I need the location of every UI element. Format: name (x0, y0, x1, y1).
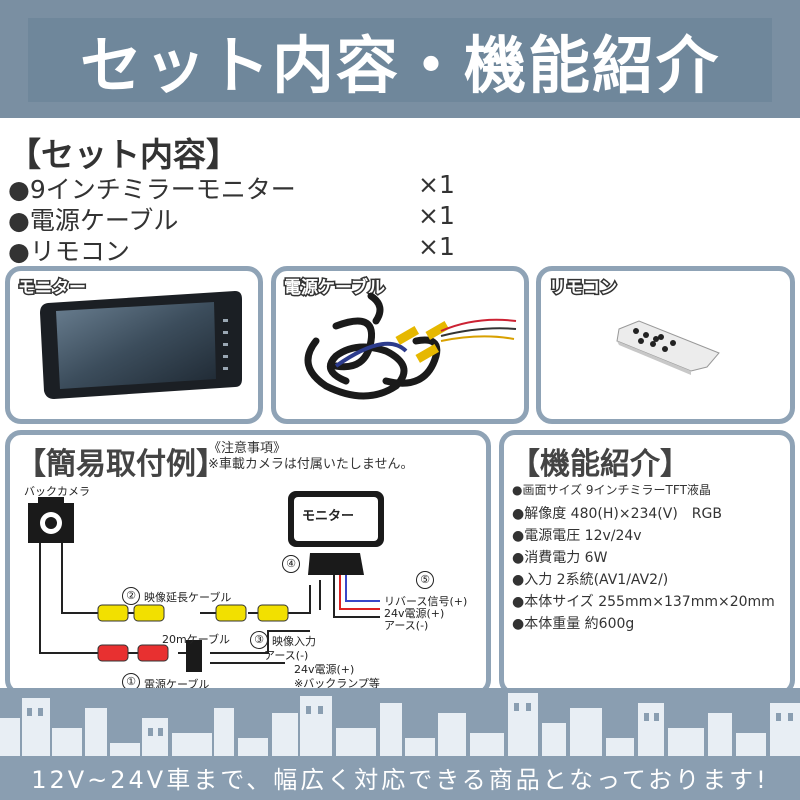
set-item-monitor: ●9インチミラーモニター (8, 175, 296, 204)
monitor-image (40, 291, 242, 399)
num-3: ③ (250, 631, 268, 649)
feature-item: ●電源電圧 12v/24v (512, 528, 642, 544)
page-title: セット内容・機能紹介 (79, 29, 720, 102)
footer-skyline (0, 688, 800, 800)
feature-item: ●本体重量 約600g (512, 616, 635, 632)
features-panel: 【機能紹介】 ●画面サイズ 9インチミラーTFT液晶 ●解像度 480(H)×2… (499, 430, 795, 696)
label-power-cable: 電源ケーブル (144, 678, 210, 691)
num-2: ② (122, 587, 140, 605)
label-video-input: 映像入力 (272, 635, 316, 648)
label-reverse-signal: リバース信号(+) (384, 595, 468, 608)
label-earth-2: アース(-) (384, 619, 429, 632)
card-cable: 電源ケーブル (271, 266, 529, 424)
set-item-cable: ●電源ケーブル (8, 206, 179, 235)
wiring-diagram (28, 491, 384, 672)
set-item-remote: ●リモコン (8, 237, 130, 266)
card-remote: リモコン (536, 266, 795, 424)
feature-item: ●本体サイズ 255mm×137mm×20mm (512, 594, 775, 610)
set-item-monitor-qty: ×1 (418, 170, 455, 199)
cable-image (304, 292, 517, 400)
label-20m-cable: 20mケーブル (162, 633, 231, 646)
card-cable-label: 電源ケーブル (283, 277, 387, 300)
install-note-heading: 《注意事項》 (208, 441, 287, 456)
label-earth-1: アース(-) (264, 649, 309, 662)
feature-item: ●画面サイズ 9インチミラーTFT液晶 (512, 483, 711, 497)
set-contents-title: 【セット内容】 (8, 135, 239, 174)
header-banner: セット内容・機能紹介 (0, 0, 800, 118)
num-5: ⑤ (416, 571, 434, 589)
label-ext-cable: 映像延長ケーブル (144, 591, 232, 604)
card-monitor-label: モニター (17, 277, 88, 300)
label-back-camera: バックカメラ (24, 485, 90, 498)
label-monitor: モニター (302, 509, 355, 524)
features-title: 【機能紹介】 (510, 447, 690, 482)
remote-image (616, 320, 720, 375)
label-24v-power-2: 24v電源(+) (384, 607, 445, 620)
banner-inner: セット内容・機能紹介 (28, 18, 772, 102)
install-note-text: ※車載カメラは付属いたしません。 (208, 457, 414, 472)
install-title: 【簡易取付例】 (16, 447, 226, 482)
num-4: ④ (282, 555, 300, 573)
footer-tagline: 12V~24V車まで、幅広く対応できる商品となっております! (31, 766, 769, 794)
feature-item: ●消費電力 6W (512, 550, 608, 566)
set-item-cable-qty: ×1 (418, 201, 455, 230)
label-back-lamp: ※バックランプ等 (294, 677, 380, 690)
feature-item: ●解像度 480(H)×234(V) RGB (512, 506, 722, 522)
card-monitor: モニター (5, 266, 263, 424)
label-24v-power-1: 24v電源(+) (294, 663, 355, 676)
feature-item: ●入力 2系統(AV1/AV2/) (512, 572, 669, 588)
set-item-remote-qty: ×1 (418, 232, 455, 261)
install-panel: 【簡易取付例】 《注意事項》 ※車載カメラは付属いたしません。 (5, 430, 491, 696)
card-remote-label: リモコン (548, 277, 619, 300)
